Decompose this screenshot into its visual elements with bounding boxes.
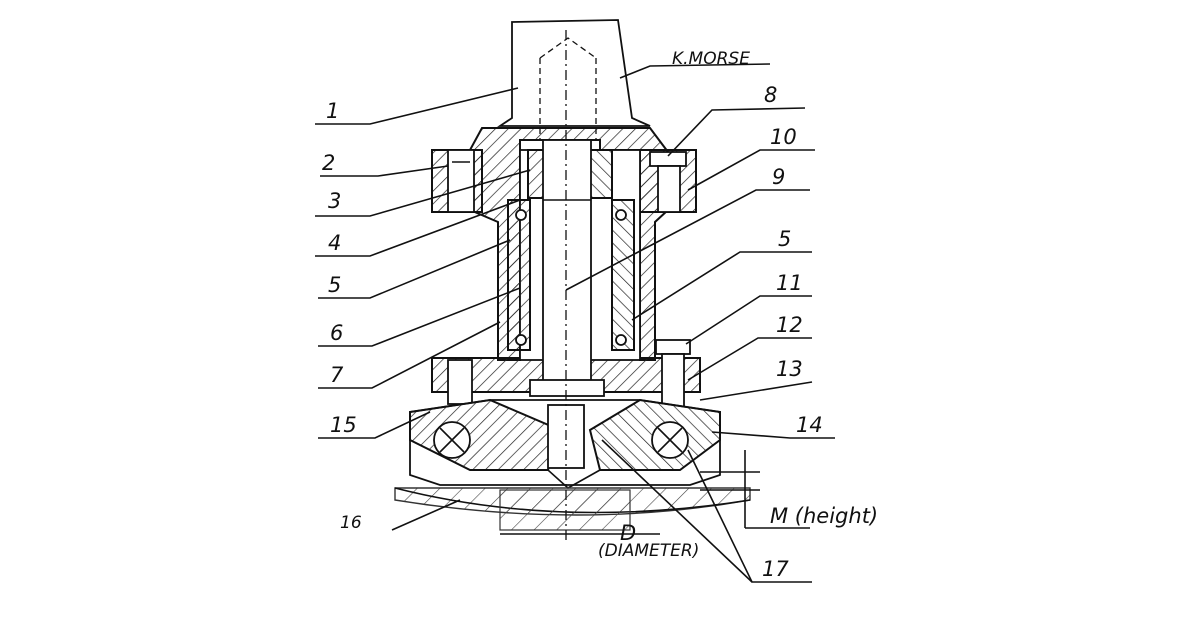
bolt-left-upper — [447, 149, 475, 213]
spindle-assembly — [507, 139, 641, 397]
label-part-8: 8 — [764, 83, 777, 107]
label-part-12: 12 — [776, 313, 803, 337]
label-part-17: 17 — [762, 557, 789, 581]
label-part-5-right: 5 — [778, 227, 791, 251]
dimension-d: D (DIAMETER) — [500, 521, 699, 561]
morse-taper-shank — [497, 19, 651, 140]
bolt-left-lower — [447, 359, 473, 405]
label-part-3: 3 — [328, 189, 341, 213]
label-part-15: 15 — [330, 413, 357, 437]
label-part-10: 10 — [770, 125, 797, 149]
dim-m-label: M (height) — [770, 504, 878, 528]
dim-d-label: D — [620, 521, 636, 545]
label-part-7: 7 — [330, 363, 344, 387]
workpiece — [394, 487, 751, 531]
cutter-head — [409, 398, 721, 489]
dim-d-note: (DIAMETER) — [598, 541, 699, 561]
label-part-4: 4 — [328, 231, 341, 255]
label-part-9: 9 — [772, 165, 785, 189]
label-part-16: 16 — [340, 513, 362, 533]
label-part-1: 1 — [326, 99, 339, 123]
label-part-11: 11 — [776, 271, 803, 295]
leaders: K.MORSE 1 2 3 4 5 6 7 15 16 8 10 — [315, 49, 835, 583]
label-part-2: 2 — [322, 151, 335, 175]
label-part-14: 14 — [796, 413, 823, 437]
bolt-right-upper — [649, 151, 687, 213]
label-part-6: 6 — [330, 321, 343, 345]
label-k-morse: K.MORSE — [672, 49, 750, 69]
dimension-m: M (height) — [700, 450, 878, 529]
label-part-13: 13 — [776, 357, 803, 381]
bolt-right-lower — [655, 339, 691, 419]
label-part-5-left: 5 — [328, 273, 341, 297]
